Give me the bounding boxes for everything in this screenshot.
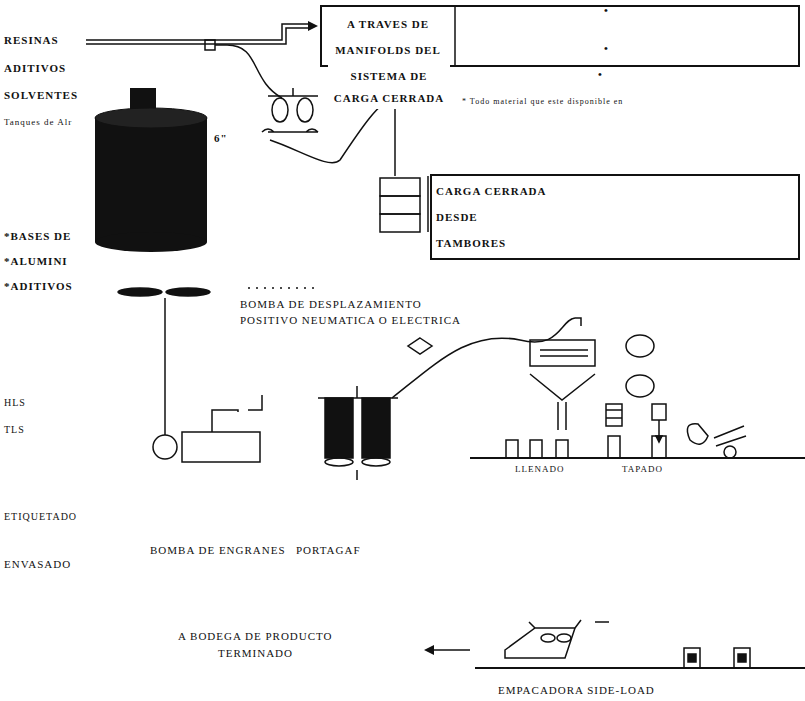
packer-label: EMPACADORA SIDE-LOAD — [498, 684, 655, 697]
pump-label: POSITIVO NEUMATICA O ELECTRICA — [240, 314, 461, 327]
destination-label: A BODEGA DE PRODUCTO — [178, 630, 333, 643]
level-label: TLS — [4, 423, 25, 436]
drum-load-box: CARGA CERRADA DESDE TAMBORES — [430, 174, 800, 260]
dimension: 6" — [214, 132, 228, 145]
pump-label: BOMBA DE DESPLAZAMIENTO — [240, 298, 422, 311]
bullet: • — [604, 4, 609, 17]
bullet: • — [598, 68, 603, 81]
station-label: ETIQUETADO — [4, 510, 77, 523]
pump-label: BOMBA DE ENGRANES — [150, 544, 286, 557]
material-label: *ALUMINI — [4, 255, 68, 268]
destination-label: TERMINADO — [218, 647, 293, 660]
material-label: SOLVENTES — [4, 89, 78, 102]
bullet: • — [604, 42, 609, 55]
tank-label: Tanques de Alr — [4, 116, 72, 129]
material-label: ADITIVOS — [4, 62, 66, 75]
box-heading: SISTEMA DE CARGA CERRADA — [328, 65, 450, 109]
level-label: HLS — [4, 396, 26, 409]
filter-label: PORTAGAF — [296, 544, 361, 557]
box-text: A TRAVES DE MANIFOLDS DEL — [326, 11, 450, 63]
station-label: TAPADO — [622, 463, 663, 476]
station-label: LLENADO — [515, 463, 565, 476]
box-text: CARGA CERRADA DESDE TAMBORES — [436, 178, 548, 256]
manifold-box: A TRAVES DE MANIFOLDS DELSISTEMA DE CARG… — [320, 5, 800, 67]
material-label: RESINAS — [4, 34, 59, 47]
material-label: *ADITIVOS — [4, 280, 73, 293]
footnote: * Todo material que este disponible en — [462, 95, 623, 108]
material-label: *BASES DE — [4, 230, 71, 243]
station-label: ENVASADO — [4, 558, 71, 571]
